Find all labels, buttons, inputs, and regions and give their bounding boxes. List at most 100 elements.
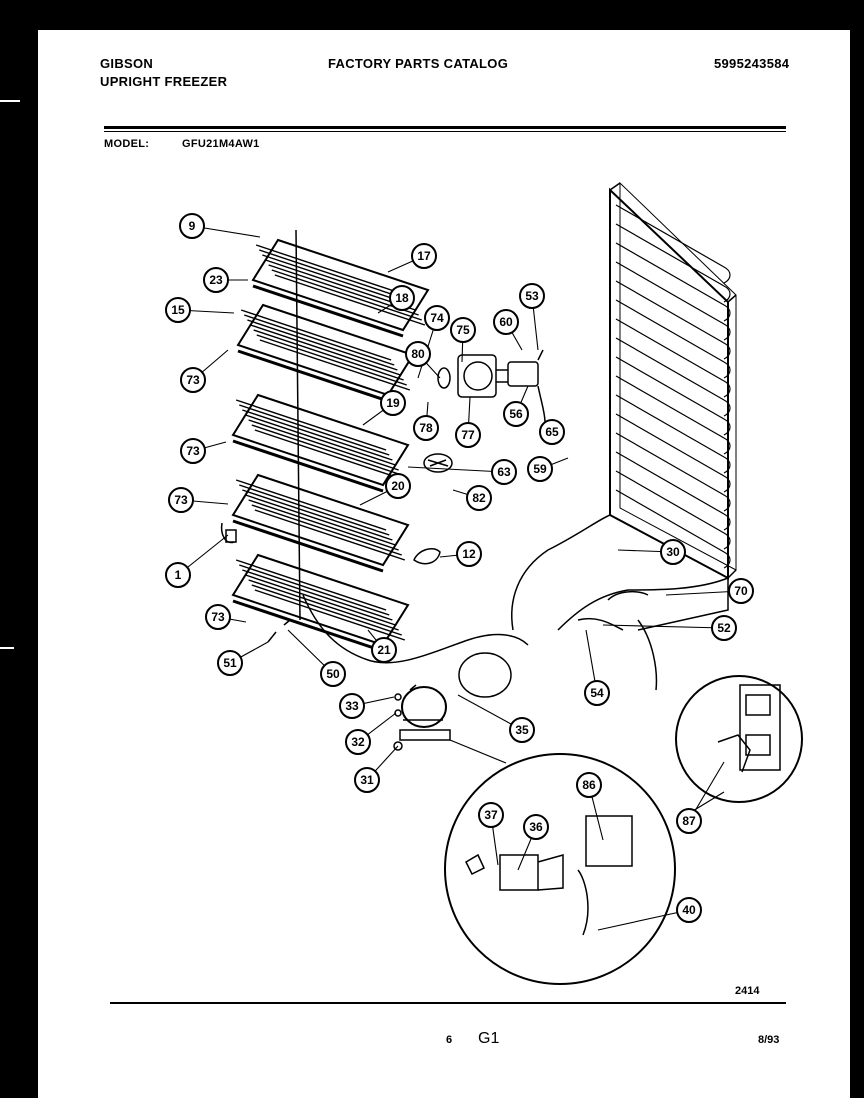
- part-callout: 73: [180, 438, 206, 464]
- model-number: GFU21M4AW1: [182, 138, 260, 150]
- part-callout-label: 33: [345, 699, 359, 713]
- part-callout: 33: [339, 693, 365, 719]
- scan-edge-mark: [0, 100, 20, 102]
- part-callout-label: 60: [499, 315, 513, 329]
- part-callout-label: 50: [326, 667, 340, 681]
- product-name: UPRIGHT FREEZER: [100, 74, 228, 89]
- part-callout: 73: [205, 604, 231, 630]
- part-callout-label: 70: [734, 584, 748, 598]
- revision-date: 8/93: [758, 1034, 780, 1046]
- fan-assembly: [423, 349, 546, 473]
- part-callout: 70: [728, 578, 754, 604]
- part-callout-label: 15: [171, 303, 185, 317]
- brand-name: GIBSON: [100, 56, 154, 71]
- part-callout: 36: [523, 814, 549, 840]
- page-number: 6: [446, 1034, 453, 1046]
- part-callout: 31: [354, 767, 380, 793]
- part-callout-label: 59: [533, 462, 547, 476]
- part-callout-label: 30: [666, 545, 680, 559]
- part-callout: 30: [660, 539, 686, 565]
- part-callout-label: 65: [545, 425, 559, 439]
- freezer-shelves: [231, 238, 430, 653]
- part-callout: 53: [519, 283, 545, 309]
- header-rule: [104, 126, 786, 129]
- section-code: G1: [478, 1030, 500, 1047]
- part-callout-label: 36: [529, 820, 543, 834]
- relay-overload-parts: [465, 815, 633, 936]
- part-callout-label: 12: [462, 547, 476, 561]
- catalog-title: FACTORY PARTS CATALOG: [328, 56, 509, 71]
- part-callout-label: 1: [175, 568, 182, 582]
- part-callout-label: 9: [189, 219, 196, 233]
- catalog-page: GIBSON UPRIGHT FREEZER FACTORY PARTS CAT…: [38, 30, 850, 1098]
- part-callout-label: 78: [419, 421, 433, 435]
- part-callout-label: 82: [472, 491, 486, 505]
- part-callout: 15: [165, 297, 191, 323]
- part-callout-label: 54: [590, 686, 604, 700]
- part-callout: 56: [503, 401, 529, 427]
- part-callout-label: 31: [360, 773, 374, 787]
- model-label: MODEL:: [104, 138, 150, 150]
- scan-edge-mark: [0, 647, 14, 649]
- part-callout-label: 53: [525, 289, 539, 303]
- part-callout: 18: [389, 285, 415, 311]
- part-callout-label: 77: [461, 428, 475, 442]
- part-callout: 77: [455, 422, 481, 448]
- part-callout: 32: [345, 729, 371, 755]
- part-callout: 65: [539, 419, 565, 445]
- part-callout-label: 73: [186, 373, 200, 387]
- part-callout-label: 23: [209, 273, 223, 287]
- part-callout: 37: [478, 802, 504, 828]
- part-callout-label: 17: [417, 249, 431, 263]
- part-callout-label: 40: [682, 903, 696, 917]
- part-callout: 51: [217, 650, 243, 676]
- part-callout: 80: [405, 341, 431, 367]
- part-callout-label: 52: [717, 621, 731, 635]
- part-callout-label: 37: [484, 808, 498, 822]
- part-callout-label: 18: [395, 291, 409, 305]
- header-rule-thin: [104, 131, 786, 132]
- part-callout: 75: [450, 317, 476, 343]
- part-callout: 1: [165, 562, 191, 588]
- part-callout: 23: [203, 267, 229, 293]
- part-callout-label: 73: [211, 610, 225, 624]
- part-callout: 82: [466, 485, 492, 511]
- part-callout: 74: [424, 305, 450, 331]
- outlet-parts: [717, 684, 781, 773]
- part-callout-label: 74: [430, 311, 444, 325]
- part-callout-label: 80: [411, 347, 425, 361]
- part-callout: 78: [413, 415, 439, 441]
- part-callout: 50: [320, 661, 346, 687]
- catalog-number: 5995243584: [714, 56, 790, 71]
- part-callout-label: 32: [351, 735, 365, 749]
- figure-number: 2414: [735, 985, 760, 997]
- part-callout: 17: [411, 243, 437, 269]
- electrical-detail-circle: [444, 753, 676, 985]
- wall-outlet-detail-circle: [675, 675, 803, 803]
- part-callout-label: 63: [497, 465, 511, 479]
- part-callout-label: 73: [174, 493, 188, 507]
- part-callout-label: 86: [582, 778, 596, 792]
- part-callout-label: 20: [391, 479, 405, 493]
- part-callout-label: 51: [223, 656, 237, 670]
- part-callout: 63: [491, 459, 517, 485]
- shelf-support-rod: [295, 229, 301, 621]
- compressor: [393, 652, 512, 751]
- part-callout-label: 87: [682, 814, 696, 828]
- part-callout-label: 56: [509, 407, 523, 421]
- part-callout-label: 35: [515, 723, 529, 737]
- part-callout-label: 19: [386, 396, 400, 410]
- part-callout-label: 73: [186, 444, 200, 458]
- refrigerant-tubing: [302, 514, 729, 691]
- part-callout: 59: [527, 456, 553, 482]
- part-callout-label: 21: [377, 643, 391, 657]
- part-callout-label: 75: [456, 323, 470, 337]
- footer-rule: [110, 1002, 786, 1004]
- part-callout: 35: [509, 717, 535, 743]
- part-callout: 73: [168, 487, 194, 513]
- part-callout: 12: [456, 541, 482, 567]
- part-callout: 54: [584, 680, 610, 706]
- part-callouts: 9 23 17 15 18 73 74 75 80 60 53 19 78 77 56 65 73 63 59 20 8…: [165, 213, 754, 923]
- exploded-parts-diagram: 9 23 17 15 18 73 74 75 80 60 53 19 78 77 56 65 73 63 59 20 8…: [165, 181, 803, 985]
- part-callout: 73: [180, 367, 206, 393]
